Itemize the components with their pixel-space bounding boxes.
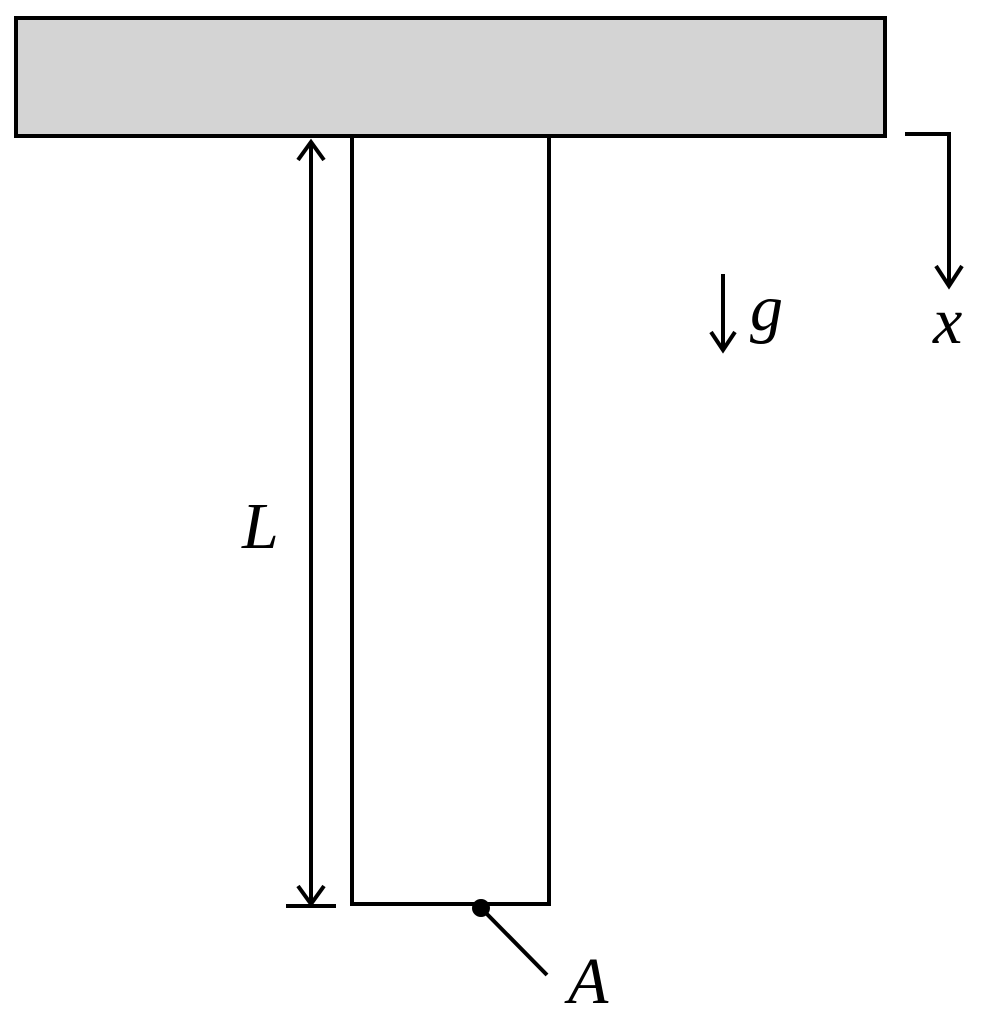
x-axis-arrow-icon [905,132,964,290]
point-a-leader-line [479,906,549,977]
hanging-bar [350,136,551,906]
ceiling-support [14,16,887,138]
gravity-arrow-icon [709,274,737,354]
length-label: L [241,490,279,563]
gravity-label: g [750,272,783,345]
point-a-label: A [564,945,609,1018]
x-axis-label: x [932,285,962,358]
length-dimension [286,138,336,908]
dimension-arrowhead-top [296,138,326,162]
